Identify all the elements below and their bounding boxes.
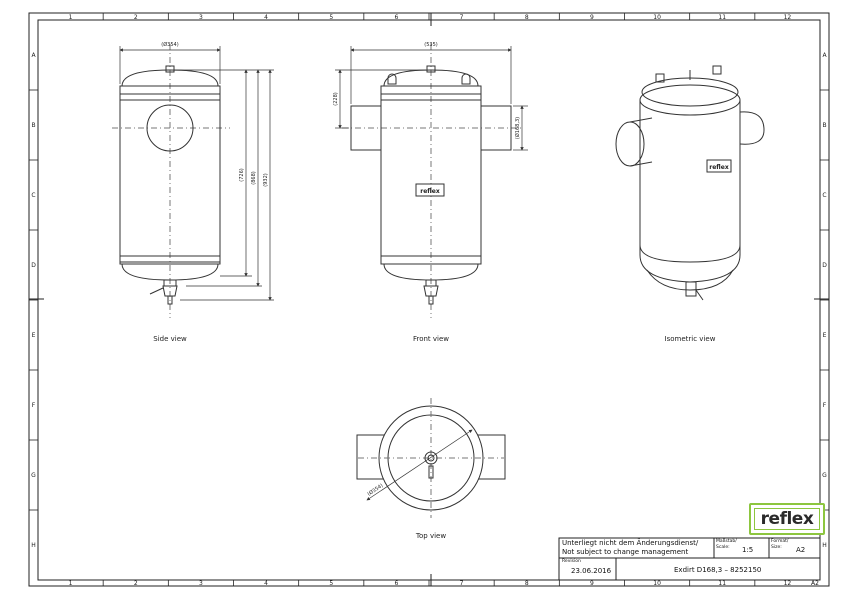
row-label-left: C	[31, 192, 35, 199]
side-view-dimensions	[119, 46, 274, 301]
column-label-top: 9	[590, 14, 594, 21]
column-label-bottom: 1	[69, 580, 73, 587]
row-label-left: B	[31, 122, 35, 129]
dim-front-width: (535)	[424, 42, 437, 48]
row-label-right: F	[823, 402, 827, 409]
row-label-left: G	[31, 472, 36, 479]
label-top-view: Top view	[415, 532, 446, 540]
iso-nameplate: reflex	[709, 164, 729, 171]
column-label-top: 4	[264, 14, 268, 21]
column-label-bottom: 11	[718, 580, 726, 587]
side-view-drawing	[112, 44, 230, 318]
column-label-top: 5	[329, 14, 333, 21]
column-label-top: 2	[134, 14, 138, 21]
note-german: Unterliegt nicht dem Änderungsdienst/	[562, 539, 699, 547]
column-label-top: 6	[395, 14, 399, 21]
column-label-bottom: 2	[134, 580, 138, 587]
center-marks	[29, 13, 829, 586]
scale-label: Maßstab/ Scale:	[716, 539, 737, 550]
logo-text: reflex	[760, 509, 814, 529]
column-label-top: 10	[653, 14, 661, 21]
row-ticks: A A B B C C D D E E F F G G H H	[29, 52, 829, 549]
column-label-top: 3	[199, 14, 203, 21]
column-label-top: 7	[460, 14, 464, 21]
column-label-top: 1	[69, 14, 73, 21]
row-label-right: B	[822, 122, 826, 129]
column-label-bottom: 3	[199, 580, 203, 587]
isometric-view-drawing	[615, 65, 765, 301]
dim-side-width: (Ø354)	[161, 41, 178, 48]
row-label-left: E	[32, 332, 36, 339]
label-side-view: Side view	[153, 335, 187, 343]
column-label-top: 8	[525, 14, 529, 21]
column-label-bottom: 9	[590, 580, 594, 587]
top-view-drawing	[356, 398, 506, 518]
sheet-size-corner: A2	[811, 580, 819, 587]
front-view-drawing	[342, 44, 522, 318]
row-label-right: E	[823, 332, 827, 339]
row-label-left: A	[31, 52, 36, 59]
column-label-bottom: 10	[653, 580, 661, 587]
revision-label: Revision	[562, 559, 581, 564]
row-label-left: F	[32, 402, 36, 409]
row-label-right: A	[822, 52, 827, 59]
front-nameplate: reflex	[420, 188, 440, 195]
row-label-right: G	[822, 472, 827, 479]
row-label-left: H	[31, 542, 36, 549]
dim-front-top: (228)	[333, 92, 339, 105]
column-label-top: 12	[784, 14, 792, 21]
dim-side-h3: (932)	[263, 173, 269, 186]
format-value: A2	[796, 546, 806, 554]
column-label-bottom: 8	[525, 580, 529, 587]
note-english: Not subject to change management	[562, 548, 689, 556]
title-block-lines	[558, 537, 821, 581]
front-view-dimensions	[335, 46, 528, 151]
row-label-left: D	[31, 262, 36, 269]
format-label: Format/ Size:	[771, 539, 789, 550]
row-label-right: C	[822, 192, 826, 199]
row-label-right: H	[822, 542, 827, 549]
dim-side-h2: (868)	[251, 171, 257, 184]
reflex-logo: reflex	[749, 503, 825, 535]
column-label-bottom: 5	[329, 580, 333, 587]
column-label-bottom: 6	[395, 580, 399, 587]
scale-value: 1:5	[742, 546, 754, 554]
label-isometric-view: Isometric view	[665, 335, 716, 343]
column-label-bottom: 7	[460, 580, 464, 587]
dim-side-h1: (726)	[239, 168, 245, 181]
dim-front-pipe: (Ø168,3)	[514, 117, 521, 139]
column-label-bottom: 12	[784, 580, 792, 587]
label-front-view: Front view	[413, 335, 449, 343]
revision-date: 23.06.2016	[571, 567, 612, 575]
drawing-title: Exdirt D168,3 – 8252150	[674, 566, 762, 574]
dim-top-dia: (Ø354)	[366, 482, 384, 498]
column-label-bottom: 4	[264, 580, 268, 587]
row-label-right: D	[822, 262, 827, 269]
column-label-top: 11	[718, 14, 726, 21]
